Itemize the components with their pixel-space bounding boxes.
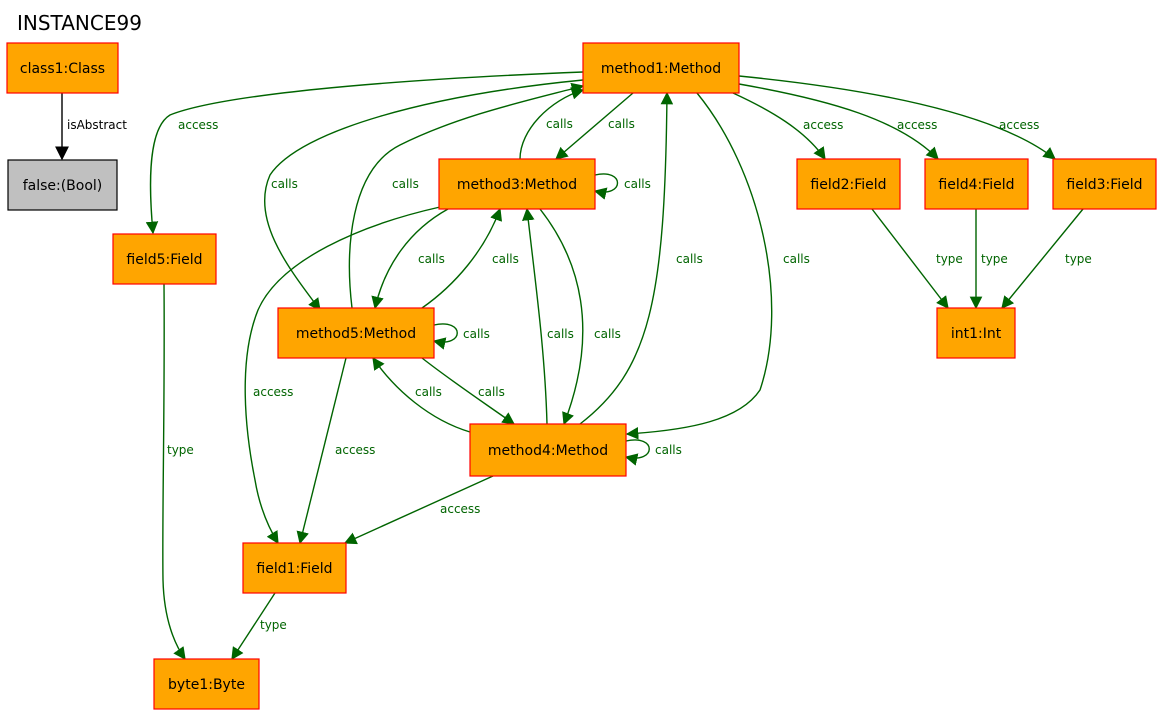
- edge-method3-field1: [244, 206, 441, 545]
- edge-labels: isAbstract access calls calls calls call…: [67, 117, 1092, 632]
- edge-label-method1-method4: calls: [783, 252, 810, 266]
- edge-label-method3-method4: calls: [594, 327, 621, 341]
- edge-method4-method5: [372, 356, 471, 433]
- node-label-field4: field4:Field: [938, 177, 1014, 193]
- edge-label-method3-method5: calls: [418, 252, 445, 266]
- node-field4[interactable]: field4:Field: [924, 158, 1029, 210]
- edge-label-field1-byte1: type: [260, 618, 287, 632]
- node-label-byte1: byte1:Byte: [168, 677, 245, 693]
- edge-method1-field4: [738, 83, 939, 160]
- diagram-title: INSTANCE99: [17, 11, 142, 35]
- edge-label-method5-field1: access: [335, 443, 375, 457]
- edge-label-method5-method1: calls: [392, 177, 419, 191]
- edge-method5-field1: [296, 357, 347, 545]
- edge-label-method1-method3: calls: [608, 117, 635, 131]
- node-class1[interactable]: class1:Class: [6, 42, 119, 94]
- edge-field3-int1: [1001, 208, 1084, 309]
- edge-method1-method4: [625, 92, 773, 440]
- edge-method4-field1: [343, 475, 494, 545]
- edge-method1-field3: [738, 75, 1056, 160]
- node-field3[interactable]: field3:Field: [1052, 158, 1157, 210]
- edge-field5-byte1: [162, 283, 186, 661]
- node-label-field5: field5:Field: [126, 252, 202, 268]
- node-int1[interactable]: int1:Int: [936, 307, 1016, 359]
- edge-method5-self: [432, 323, 458, 350]
- edge-label-method5-method4: calls: [478, 385, 505, 399]
- edge-method1-field5: [145, 71, 584, 235]
- edge-method4-method3: [522, 207, 548, 425]
- node-label-field1: field1:Field: [256, 561, 332, 577]
- edge-label-field3-int1: type: [1065, 252, 1092, 266]
- edge-field2-int1: [871, 208, 949, 309]
- edge-label-method3-field1: access: [253, 385, 293, 399]
- node-method1[interactable]: method1:Method: [582, 42, 740, 94]
- edge-label-method1-field5: access: [178, 118, 218, 132]
- node-method3[interactable]: method3:Method: [438, 158, 596, 210]
- node-field2[interactable]: field2:Field: [796, 158, 901, 210]
- edge-field1-byte1: [231, 592, 276, 661]
- node-method5[interactable]: method5:Method: [277, 307, 435, 359]
- edge-method3-method5: [371, 208, 449, 310]
- node-label-field2: field2:Field: [810, 177, 886, 193]
- edge-label-method1-method5: calls: [271, 177, 298, 191]
- edge-method3-method4: [539, 208, 584, 426]
- edge-label-method4-method1: calls: [676, 252, 703, 266]
- edge-label-class1-false: isAbstract: [67, 118, 127, 132]
- edge-label-method3-method1: calls: [546, 117, 573, 131]
- node-label-false: false:(Bool): [23, 178, 103, 194]
- node-label-method4: method4:Method: [488, 443, 608, 459]
- edge-label-method4-self: calls: [655, 443, 682, 457]
- nodes: class1:Class false:(Bool) method1:Method…: [6, 42, 1157, 710]
- edge-label-method5-method3: calls: [492, 252, 519, 266]
- edge-label-field5-byte1: type: [167, 443, 194, 457]
- edges: [55, 71, 1084, 661]
- edge-label-field4-int1: type: [981, 252, 1008, 266]
- edge-method3-method1: [519, 87, 585, 160]
- node-label-class1: class1:Class: [20, 61, 105, 77]
- edge-method4-self: [624, 439, 650, 466]
- node-field5[interactable]: field5:Field: [112, 233, 217, 285]
- edge-method5-method1: [348, 82, 585, 309]
- edge-label-method1-field3: access: [999, 118, 1039, 132]
- edge-label-method5-self: calls: [463, 327, 490, 341]
- node-method4[interactable]: method4:Method: [469, 423, 627, 477]
- edge-label-method4-method3: calls: [547, 327, 574, 341]
- node-byte1[interactable]: byte1:Byte: [153, 658, 260, 710]
- edge-label-method4-method5: calls: [415, 385, 442, 399]
- edge-method4-method1: [579, 91, 674, 425]
- edge-method5-method3: [421, 207, 503, 309]
- edge-label-method4-field1: access: [440, 502, 480, 516]
- node-label-int1: int1:Int: [951, 326, 1002, 342]
- edge-label-method1-field4: access: [897, 118, 937, 132]
- node-label-method1: method1:Method: [601, 61, 721, 77]
- node-field1[interactable]: field1:Field: [242, 542, 347, 594]
- edge-method3-self: [593, 173, 619, 200]
- edge-method5-method4: [421, 357, 516, 425]
- edge-label-method3-self: calls: [624, 177, 651, 191]
- edge-method1-method5: [264, 79, 584, 312]
- node-label-method3: method3:Method: [457, 177, 577, 193]
- edge-label-field2-int1: type: [936, 252, 963, 266]
- node-false[interactable]: false:(Bool): [7, 159, 118, 211]
- node-label-field3: field3:Field: [1066, 177, 1142, 193]
- edge-method1-method3: [555, 92, 634, 160]
- node-label-method5: method5:Method: [296, 326, 416, 342]
- edge-label-method1-field2: access: [803, 118, 843, 132]
- edge-method1-field2: [732, 92, 826, 161]
